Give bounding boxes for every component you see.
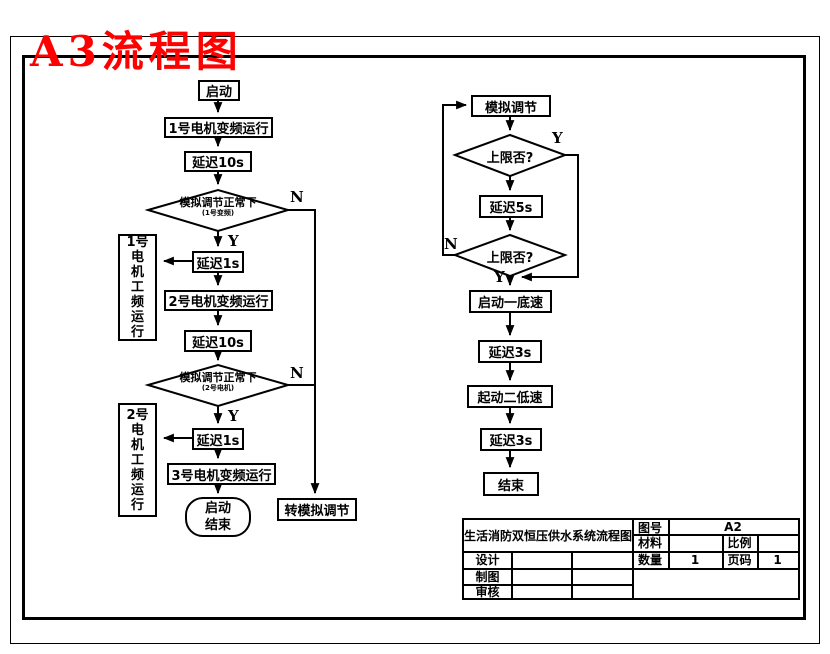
designer-label: 设计 bbox=[475, 553, 500, 567]
scale-value bbox=[757, 534, 798, 551]
sheet-annotation-title: A3流程图 bbox=[30, 27, 243, 76]
decision-upper1-label: 上限否? bbox=[486, 151, 534, 166]
decision2-sub-label: (2号电机) bbox=[201, 384, 235, 392]
sheet-inner-border bbox=[22, 55, 806, 620]
title-block-line bbox=[632, 520, 634, 598]
page-label: 页码 bbox=[727, 553, 752, 567]
drafter-label: 制图 bbox=[475, 569, 500, 584]
decision-diamond-2 bbox=[144, 363, 292, 408]
decision-upper2-no-label: N bbox=[444, 235, 458, 253]
decision-diamond-upper1 bbox=[452, 133, 568, 178]
flow-node-delay1s-a: 延迟1s bbox=[192, 251, 244, 273]
decision-upper2-yes-label: Y bbox=[494, 268, 505, 286]
quantity-label: 数量 bbox=[637, 553, 662, 567]
decision-diamond-upper2 bbox=[452, 233, 568, 278]
flow-node-delay1s-b: 延迟1s bbox=[192, 428, 244, 450]
flow-node-delay10s-b: 延迟10s bbox=[184, 330, 252, 352]
title-block-line bbox=[464, 584, 632, 586]
title-block-line bbox=[571, 551, 573, 598]
decision2-text: 模拟调节正常下 (2号电机) bbox=[148, 371, 288, 393]
decision1-main-label: 模拟调节正常下 bbox=[179, 196, 257, 209]
flow-node-motor1-vfd: 1号电机变频运行 bbox=[164, 117, 273, 138]
connector-group bbox=[162, 100, 579, 495]
quantity-value: 1 bbox=[690, 552, 700, 567]
flow-node-start-pump2-low: 起动二低速 bbox=[467, 385, 553, 408]
page-value: 1 bbox=[773, 552, 782, 567]
connector-loop bbox=[442, 100, 468, 256]
terminal-oval bbox=[185, 497, 251, 537]
decision-diamond-1 bbox=[144, 188, 292, 233]
flow-node-delay3s-a: 延迟3s bbox=[478, 340, 542, 363]
checker-label: 审核 bbox=[475, 584, 500, 599]
flow-node-motor2-vfd: 2号电机变频运行 bbox=[164, 290, 273, 311]
title-block-line bbox=[632, 534, 798, 536]
connector-line-no1 bbox=[288, 209, 320, 495]
drawing-no-value: A2 bbox=[724, 520, 742, 534]
flow-node-delay5s: 延迟5s bbox=[479, 195, 543, 218]
flow-node-end: 结束 bbox=[483, 472, 539, 496]
decision2-main-label: 模拟调节正常下 bbox=[179, 371, 257, 384]
drawing-no-label: 图号 bbox=[637, 520, 662, 535]
flow-node-motor1-mains: 1号 电 机 工 频 运 行 bbox=[118, 234, 157, 341]
flow-node-start: 启动 bbox=[198, 80, 240, 101]
flow-node-start-end-terminal: 启动 结束 bbox=[204, 501, 231, 533]
title-block-line bbox=[668, 520, 670, 570]
title-block-line bbox=[464, 568, 798, 570]
material-label: 材料 bbox=[637, 536, 662, 550]
scale-label: 比例 bbox=[727, 536, 752, 550]
title-block-line bbox=[511, 551, 513, 598]
flow-node-start-pump1-low: 启动一底速 bbox=[469, 290, 552, 313]
decision2-no-label: N bbox=[290, 364, 304, 382]
decision1-yes-label: Y bbox=[228, 232, 239, 250]
decision1-sub-label: (1号变频) bbox=[201, 209, 235, 217]
material-value bbox=[668, 534, 722, 551]
decision-upper1-yes-label: Y bbox=[552, 129, 563, 147]
flow-node-motor3-vfd: 3号电机变频运行 bbox=[167, 463, 276, 485]
connector-bypass bbox=[520, 154, 579, 282]
flow-node-motor2-mains: 2号 电 机 工 频 运 行 bbox=[118, 403, 157, 517]
sheet-outer-border bbox=[10, 36, 820, 644]
decision1-text: 模拟调节正常下 (1号变频) bbox=[148, 196, 288, 218]
flow-shapes bbox=[144, 133, 568, 537]
drawing-title: 生活消防双恒压供水系统流程图 bbox=[464, 529, 632, 543]
flow-node-goto-analog: 转模拟调节 bbox=[277, 498, 357, 521]
decision2-yes-label: Y bbox=[228, 407, 239, 425]
flow-node-delay10s-a: 延迟10s bbox=[184, 151, 252, 172]
flow-node-analog-adjust: 模拟调节 bbox=[471, 95, 551, 117]
decision1-no-label: N bbox=[290, 188, 304, 206]
title-block: 生活消防双恒压供水系统流程图 设计 制图 审核 图号 A2 材料 比例 数量 1… bbox=[462, 518, 800, 600]
decision-upper2-label: 上限否? bbox=[486, 251, 534, 266]
title-block-line bbox=[464, 551, 798, 553]
flow-node-delay3s-b: 延迟3s bbox=[480, 428, 542, 451]
